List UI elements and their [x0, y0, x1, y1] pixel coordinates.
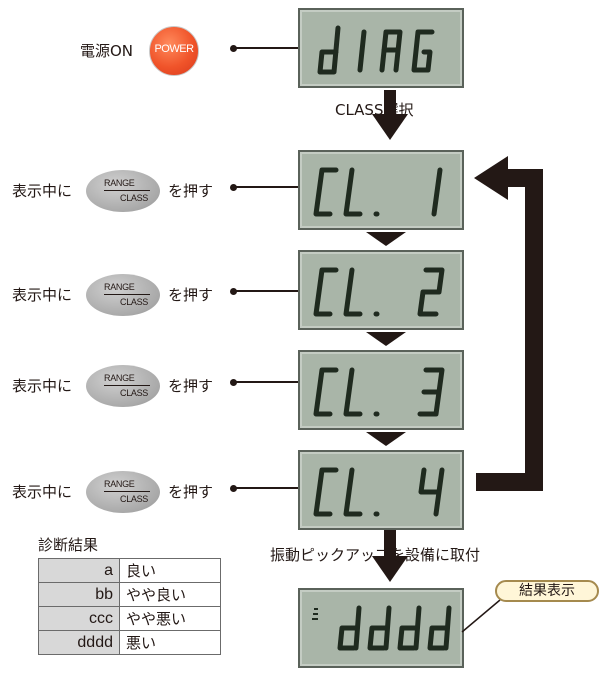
step-2-prefix: 表示中に [12, 286, 73, 304]
range-label: RANGE [104, 479, 135, 489]
result-meaning: 悪い [119, 630, 221, 655]
lcd-segments-result [312, 605, 452, 651]
connector-line [233, 381, 303, 383]
lcd-display-class-4 [298, 450, 464, 530]
step-2-suffix: を押す [168, 286, 214, 304]
result-code: a [38, 558, 120, 583]
result-meaning: やや良い [119, 582, 221, 607]
power-on-label: 電源ON [80, 42, 134, 60]
arrow-to-class [372, 90, 408, 140]
class-label: CLASS [120, 193, 149, 203]
connector-line [233, 487, 303, 489]
divider [104, 385, 150, 386]
result-meaning: やや悪い [119, 606, 221, 631]
class-label: CLASS [120, 388, 149, 398]
pickup-instruction: 振動ピックアップを設備に取付 [270, 546, 481, 564]
step-4-prefix: 表示中に [12, 483, 73, 501]
result-meaning: 良い [119, 558, 221, 583]
lcd-display-diag [298, 8, 464, 88]
lcd-display-class-1 [298, 150, 464, 230]
connector-line [233, 47, 303, 49]
class-label: CLASS [120, 297, 149, 307]
loop-back-arrow [474, 156, 543, 491]
arrow-down-1 [366, 232, 406, 246]
table-row: ccc やや悪い [38, 606, 221, 631]
result-code: bb [38, 582, 120, 607]
arrow-to-result [372, 530, 408, 582]
connector-line [233, 186, 303, 188]
divider [104, 491, 150, 492]
step-1-suffix: を押す [168, 182, 214, 200]
divider [104, 294, 150, 295]
step-4-suffix: を押す [168, 483, 214, 501]
range-label: RANGE [104, 373, 135, 383]
connector-line [233, 290, 303, 292]
lcd-segments-class-4 [313, 467, 445, 517]
range-class-button-3[interactable]: RANGE CLASS [86, 365, 160, 407]
table-row: bb やや良い [38, 582, 221, 607]
range-class-button-4[interactable]: RANGE CLASS [86, 471, 160, 513]
lcd-display-class-2 [298, 250, 464, 330]
result-code: ccc [38, 606, 120, 631]
divider [104, 190, 150, 191]
range-class-button-2[interactable]: RANGE CLASS [86, 274, 160, 316]
result-display-badge: 結果表示 [495, 580, 599, 602]
lcd-segments-diag [317, 25, 435, 75]
arrow-down-3 [366, 432, 406, 446]
table-row: a 良い [38, 558, 221, 583]
lcd-segments-class-1 [313, 167, 443, 217]
step-1-prefix: 表示中に [12, 182, 73, 200]
arrow-down-2 [366, 332, 406, 346]
badge-pointer [461, 599, 501, 633]
diagnosis-title: 診断結果 [38, 536, 99, 554]
step-3-suffix: を押す [168, 377, 214, 395]
step-3-prefix: 表示中に [12, 377, 73, 395]
diagnosis-table: a 良い bb やや良い ccc やや悪い dddd 悪い [38, 558, 221, 655]
power-button[interactable]: POWER [149, 26, 199, 76]
table-row: dddd 悪い [38, 630, 221, 655]
range-class-button-1[interactable]: RANGE CLASS [86, 170, 160, 212]
lcd-display-class-3 [298, 350, 464, 430]
power-button-text: POWER [154, 43, 194, 55]
range-label: RANGE [104, 178, 135, 188]
class-label: CLASS [120, 494, 149, 504]
lcd-segments-class-2 [313, 267, 445, 317]
result-code: dddd [38, 630, 120, 655]
range-label: RANGE [104, 282, 135, 292]
lcd-segments-class-3 [313, 367, 445, 417]
lcd-display-result [298, 588, 464, 668]
